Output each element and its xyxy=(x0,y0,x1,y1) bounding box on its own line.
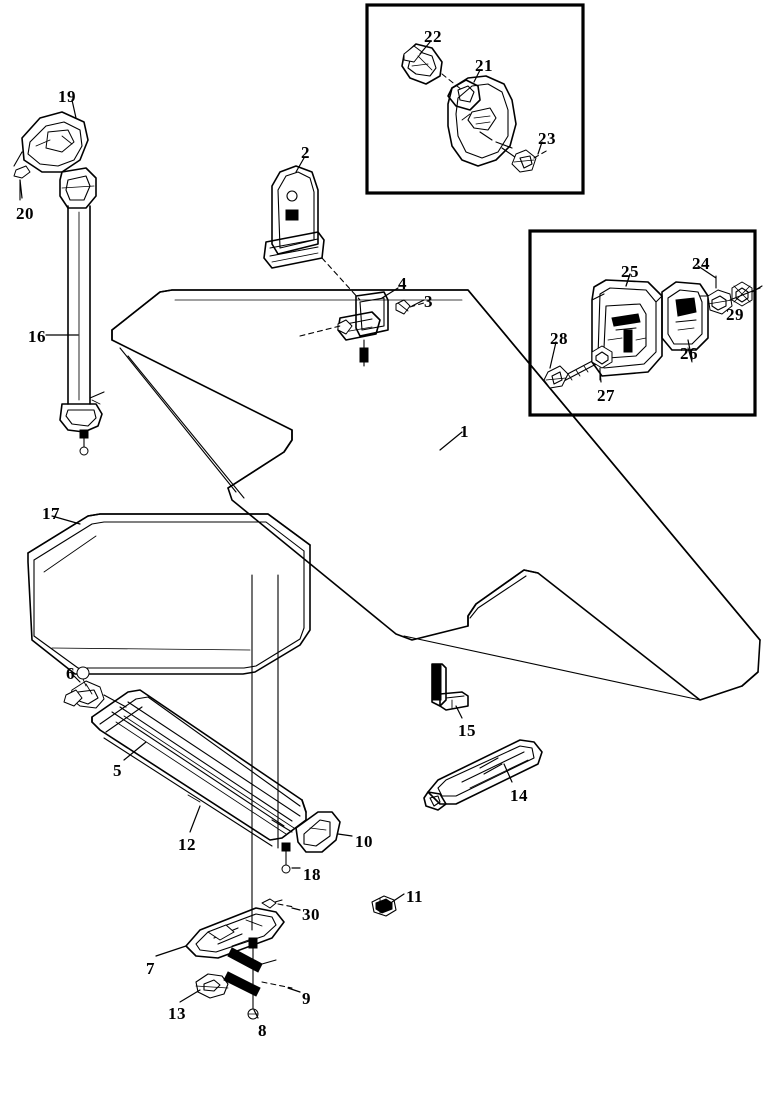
part-21-latch-housing xyxy=(447,75,517,167)
part-13-grommet-cap xyxy=(195,973,229,999)
callout-10: 10 xyxy=(355,832,373,851)
part-29-lock-washer xyxy=(731,281,763,307)
callout-2: 2 xyxy=(301,143,310,162)
callout-8: 8 xyxy=(258,1021,267,1040)
callout-26: 26 xyxy=(680,344,698,363)
part-8-bolt xyxy=(247,937,259,1020)
callout-18: 18 xyxy=(303,865,321,884)
callout-7: 7 xyxy=(146,959,155,978)
callout-30: 30 xyxy=(302,905,320,924)
part-15-angle-bracket xyxy=(431,663,469,711)
callout-14: 14 xyxy=(510,786,528,805)
callout-5: 5 xyxy=(113,761,122,780)
part-30-pin xyxy=(261,898,295,909)
part-18-bolt xyxy=(281,842,291,874)
callout-4: 4 xyxy=(398,274,407,293)
part-27-washer xyxy=(591,345,613,381)
callout-9: 9 xyxy=(302,989,311,1008)
part-10-latch-cover xyxy=(295,811,341,853)
callout-12: 12 xyxy=(178,835,196,854)
part-6-pivot-fitting xyxy=(63,666,127,709)
part-12-rail-trim xyxy=(187,794,201,803)
detail-inset-upper-right xyxy=(365,3,585,195)
callout-16: 16 xyxy=(28,327,46,346)
part-1-seat-back xyxy=(111,289,761,701)
part-7-striker-bracket xyxy=(185,907,285,959)
part-16-seat-belt-column xyxy=(13,111,105,456)
part-9-spring-clip xyxy=(223,947,293,997)
part-5-seat-rail xyxy=(91,689,307,847)
callout-29: 29 xyxy=(726,305,744,324)
part-22-bushing xyxy=(401,43,463,91)
callout-23: 23 xyxy=(538,129,556,148)
callout-24: 24 xyxy=(692,254,710,273)
callout-leader-lines xyxy=(19,41,761,1019)
callout-3: 3 xyxy=(424,292,433,311)
callout-21: 21 xyxy=(475,56,493,75)
part-24-nut xyxy=(707,275,733,315)
callout-27: 27 xyxy=(597,386,615,405)
part-2-hinge-bracket xyxy=(263,165,361,301)
callout-25: 25 xyxy=(621,262,639,281)
callout-6: 6 xyxy=(66,664,75,683)
callout-1: 1 xyxy=(460,422,469,441)
callout-17: 17 xyxy=(42,504,60,523)
detail-inset-lower-right xyxy=(528,229,763,417)
callout-13: 13 xyxy=(168,1004,186,1023)
callout-28: 28 xyxy=(550,329,568,348)
part-11-retainer-clip xyxy=(371,895,397,917)
part-23-bolt xyxy=(501,147,549,173)
part-4-hinge-pin-bracket xyxy=(299,291,389,367)
callout-11: 11 xyxy=(406,887,424,906)
part-14-support-arm xyxy=(423,739,543,811)
callout-19: 19 xyxy=(58,87,76,106)
callout-20: 20 xyxy=(16,204,34,223)
part-17-seat-cushion xyxy=(27,513,311,675)
callout-15: 15 xyxy=(458,721,476,740)
callout-22: 22 xyxy=(424,27,442,46)
part-26-cam-plate xyxy=(661,281,709,363)
